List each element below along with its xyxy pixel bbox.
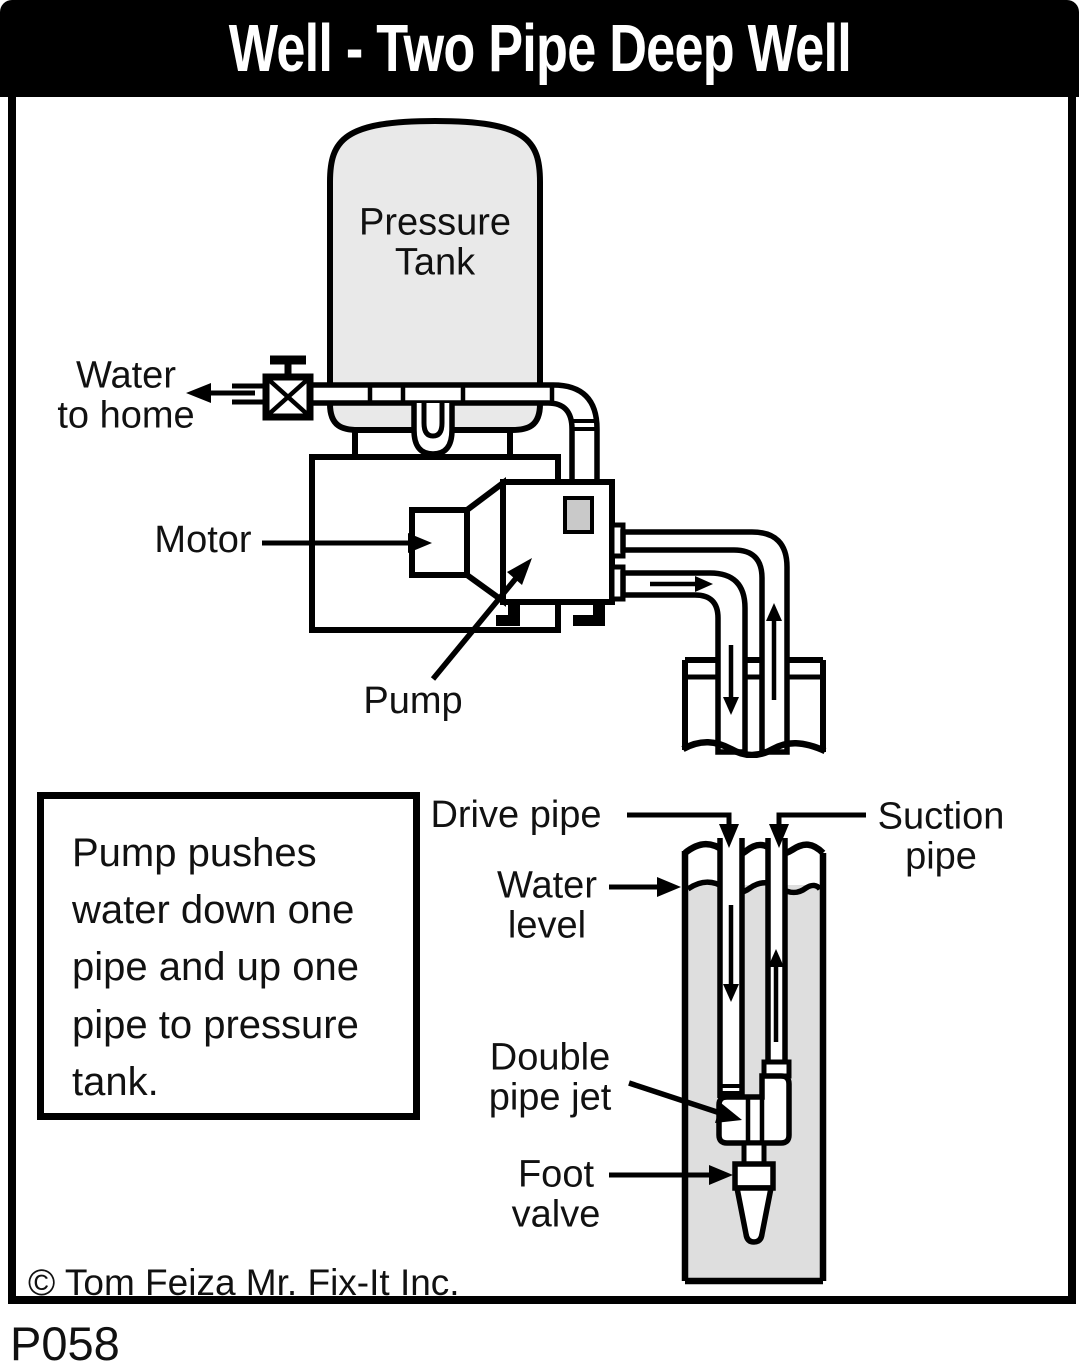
flow-arrow-up-head bbox=[768, 949, 784, 967]
label-pump: Pump bbox=[363, 679, 463, 722]
page-title: Well - Two Pipe Deep Well bbox=[228, 11, 851, 86]
label-drive-pipe: Drive pipe bbox=[430, 793, 602, 836]
label-water-level: Water level bbox=[497, 864, 597, 947]
pump-port bbox=[563, 496, 594, 534]
water-level-leader-head bbox=[657, 877, 681, 897]
pump-leader bbox=[430, 575, 520, 681]
motor-leader-head bbox=[408, 533, 432, 553]
foot-valve-band bbox=[732, 1161, 776, 1191]
label-double-pipe-jet: Double pipe jet bbox=[488, 1036, 612, 1119]
pump-foot bbox=[573, 602, 605, 626]
suction-pipe-leader bbox=[776, 812, 866, 828]
suction-pipe-run bbox=[620, 529, 790, 755]
suction-pipe-leader-head bbox=[769, 824, 789, 848]
flow-arrow-right-head bbox=[695, 576, 713, 592]
tank-outlet-trap-inner bbox=[421, 403, 445, 439]
label-foot-valve: Foot valve bbox=[511, 1153, 601, 1236]
drive-pipe-leader bbox=[627, 812, 732, 828]
caption-box: Pump pushes water down one pipe and up o… bbox=[37, 792, 420, 1120]
jet-stub bbox=[741, 1140, 767, 1167]
jet-leader bbox=[628, 1080, 721, 1116]
copyright-text: © Tom Feiza Mr. Fix-It Inc. bbox=[28, 1262, 460, 1303]
label-pressure-tank: Pressure Tank bbox=[358, 201, 512, 284]
caption-text: Pump pushes water down one pipe and up o… bbox=[72, 831, 359, 1104]
foot-valve-leader-head bbox=[709, 1165, 733, 1185]
drive-pipe-run bbox=[620, 570, 748, 755]
well-torn-top bbox=[682, 840, 826, 859]
flow-arrow-down-head bbox=[723, 697, 739, 715]
torn-edge-mask bbox=[676, 758, 828, 842]
flow-arrow-up-head bbox=[766, 603, 782, 621]
flow-arrow-left-head bbox=[186, 383, 211, 403]
pump-body bbox=[500, 479, 615, 605]
well-torn-edge bbox=[681, 739, 827, 759]
title-bar: Well - Two Pipe Deep Well bbox=[0, 0, 1079, 97]
pressure-tank-shape bbox=[327, 117, 543, 433]
valve-cross bbox=[267, 378, 309, 416]
pump-foot bbox=[496, 602, 520, 626]
pump-leader-head bbox=[507, 558, 532, 585]
foot-valve-cone bbox=[733, 1185, 775, 1245]
label-motor: Motor bbox=[154, 518, 252, 561]
figure-code: P058 bbox=[10, 1317, 120, 1363]
label-suction-pipe: Suction pipe bbox=[877, 795, 1005, 878]
drive-pipe-leader-head bbox=[719, 824, 739, 848]
flow-arrow-down-head bbox=[723, 984, 739, 1002]
jet-leader-head bbox=[715, 1103, 742, 1123]
jet-elbow bbox=[716, 1073, 792, 1146]
label-water-to-home: Water to home bbox=[57, 354, 195, 437]
